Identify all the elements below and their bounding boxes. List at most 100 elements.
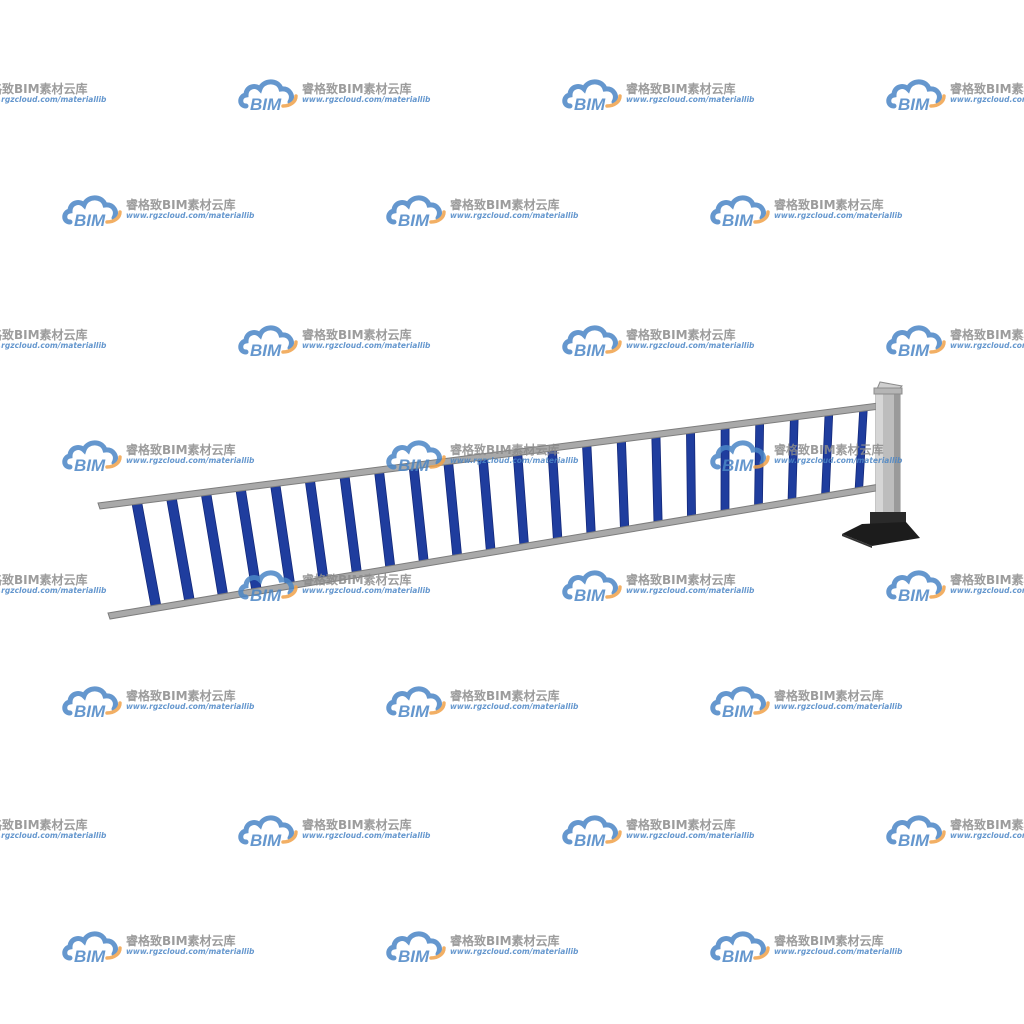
watermark-title: 睿格致BIM素材云库 [302, 328, 412, 342]
baluster [651, 434, 663, 523]
watermark-url: www.rgzcloud.com/materiallib [126, 456, 255, 465]
watermark-url: www.rgzcloud.com/materiallib [774, 702, 903, 711]
cloud-logo-icon: BIM [386, 686, 446, 719]
watermark-url: www.rgzcloud.com/materiallib [450, 456, 579, 465]
logo-text: BIM [898, 341, 930, 358]
watermark-title: 睿格致BIM素材云库 [626, 573, 736, 587]
cloud-logo-icon: BIM [710, 195, 770, 228]
watermark-title: 睿格致BIM素材云库 [450, 198, 560, 212]
watermark: BIM 睿格致BIM素材云库 www.rgzcloud.com/material… [562, 76, 762, 112]
watermark: BIM 睿格致BIM素材云库 www.rgzcloud.com/material… [386, 192, 586, 228]
watermark-url: www.rgzcloud.com/materiallib [0, 341, 107, 350]
logo-text: BIM [722, 456, 754, 473]
watermark: BIM 睿格致BIM素材云库 www.rgzcloud.com/material… [0, 76, 114, 112]
logo-text: BIM [398, 456, 430, 473]
watermark-title: 睿格致BIM素材云库 [302, 818, 412, 832]
cloud-logo-icon: BIM [886, 815, 946, 848]
baluster [616, 439, 630, 529]
watermark-url: www.rgzcloud.com/materiallib [302, 341, 431, 350]
watermark-title: 睿格致BIM素材云库 [450, 689, 560, 703]
watermark: BIM 睿格致BIM素材云库 www.rgzcloud.com/material… [0, 322, 114, 358]
logo-text: BIM [898, 95, 930, 112]
cloud-logo-icon: BIM [886, 79, 946, 112]
watermark-url: www.rgzcloud.com/materiallib [450, 947, 579, 956]
watermark-url: www.rgzcloud.com/materiallib [626, 831, 755, 840]
cloud-logo-icon: BIM [562, 325, 622, 358]
baluster [686, 430, 696, 518]
logo-text: BIM [574, 95, 606, 112]
watermark: BIM 睿格致BIM素材云库 www.rgzcloud.com/material… [710, 437, 910, 473]
cloud-logo-icon: BIM [238, 325, 298, 358]
watermark-title: 睿格致BIM素材云库 [774, 198, 884, 212]
watermark-url: www.rgzcloud.com/materiallib [0, 95, 107, 104]
watermark: BIM 睿格致BIM素材云库 www.rgzcloud.com/material… [386, 437, 586, 473]
watermark-url: www.rgzcloud.com/materiallib [0, 586, 107, 595]
watermark-title: 睿格致BIM素材云库 [950, 82, 1024, 96]
watermark-title: 睿格致BIM素材云库 [126, 443, 236, 457]
logo-text: BIM [74, 456, 106, 473]
bottom-rail [107, 483, 883, 620]
cloud-logo-icon: BIM [386, 931, 446, 964]
watermark-url: www.rgzcloud.com/materiallib [302, 586, 431, 595]
watermark-url: www.rgzcloud.com/materiallib [950, 586, 1024, 595]
logo-text: BIM [74, 702, 106, 719]
watermark: BIM 睿格致BIM素材云库 www.rgzcloud.com/material… [710, 928, 910, 964]
cloud-logo-icon: BIM [62, 686, 122, 719]
watermark-url: www.rgzcloud.com/materiallib [774, 456, 903, 465]
watermark: BIM 睿格致BIM素材云库 www.rgzcloud.com/material… [62, 437, 262, 473]
watermark-url: www.rgzcloud.com/materiallib [450, 211, 579, 220]
cloud-logo-icon: BIM [386, 440, 446, 473]
watermark-title: 睿格致BIM素材云库 [302, 573, 412, 587]
watermark: BIM 睿格致BIM素材云库 www.rgzcloud.com/material… [386, 928, 586, 964]
baluster [339, 475, 362, 573]
cloud-logo-icon: BIM [562, 570, 622, 603]
logo-text: BIM [898, 586, 930, 603]
watermark: BIM 睿格致BIM素材云库 www.rgzcloud.com/material… [886, 322, 1024, 358]
watermark: BIM 睿格致BIM素材云库 www.rgzcloud.com/material… [886, 812, 1024, 848]
watermark-title: 睿格致BIM素材云库 [774, 934, 884, 948]
logo-text: BIM [722, 947, 754, 964]
watermark: BIM 睿格致BIM素材云库 www.rgzcloud.com/material… [710, 192, 910, 228]
watermark: BIM 睿格致BIM素材云库 www.rgzcloud.com/material… [0, 567, 114, 603]
watermark-url: www.rgzcloud.com/materiallib [0, 831, 107, 840]
logo-text: BIM [898, 831, 930, 848]
watermark: BIM 睿格致BIM素材云库 www.rgzcloud.com/material… [62, 192, 262, 228]
watermark-url: www.rgzcloud.com/materiallib [126, 702, 255, 711]
watermark: BIM 睿格致BIM素材云库 www.rgzcloud.com/material… [238, 567, 438, 603]
watermark: BIM 睿格致BIM素材云库 www.rgzcloud.com/material… [562, 812, 762, 848]
logo-text: BIM [250, 586, 282, 603]
watermark: BIM 睿格致BIM素材云库 www.rgzcloud.com/material… [238, 76, 438, 112]
logo-text: BIM [398, 211, 430, 228]
baluster [408, 466, 429, 562]
end-post [873, 381, 904, 517]
watermark-title: 睿格致BIM素材云库 [126, 198, 236, 212]
logo-text: BIM [574, 831, 606, 848]
watermark-title: 睿格致BIM素材云库 [0, 818, 88, 832]
watermark-title: 睿格致BIM素材云库 [626, 818, 736, 832]
logo-text: BIM [398, 947, 430, 964]
cloud-logo-icon: BIM [886, 325, 946, 358]
cloud-logo-icon: BIM [710, 931, 770, 964]
cloud-logo-icon: BIM [710, 686, 770, 719]
post-base [842, 512, 920, 548]
watermark-url: www.rgzcloud.com/materiallib [950, 95, 1024, 104]
logo-text: BIM [574, 586, 606, 603]
baluster [131, 502, 162, 607]
watermark: BIM 睿格致BIM素材云库 www.rgzcloud.com/material… [238, 322, 438, 358]
logo-text: BIM [74, 211, 106, 228]
cloud-logo-icon: BIM [386, 195, 446, 228]
watermark-title: 睿格致BIM素材云库 [950, 573, 1024, 587]
watermark: BIM 睿格致BIM素材云库 www.rgzcloud.com/material… [710, 683, 910, 719]
watermark-url: www.rgzcloud.com/materiallib [126, 947, 255, 956]
cloud-logo-icon: BIM [238, 79, 298, 112]
logo-text: BIM [722, 702, 754, 719]
watermark-url: www.rgzcloud.com/materiallib [126, 211, 255, 220]
watermark-title: 睿格致BIM素材云库 [126, 934, 236, 948]
baluster [166, 497, 195, 601]
watermark-title: 睿格致BIM素材云库 [950, 328, 1024, 342]
baluster-group [131, 408, 868, 607]
logo-text: BIM [722, 211, 754, 228]
cloud-logo-icon: BIM [886, 570, 946, 603]
